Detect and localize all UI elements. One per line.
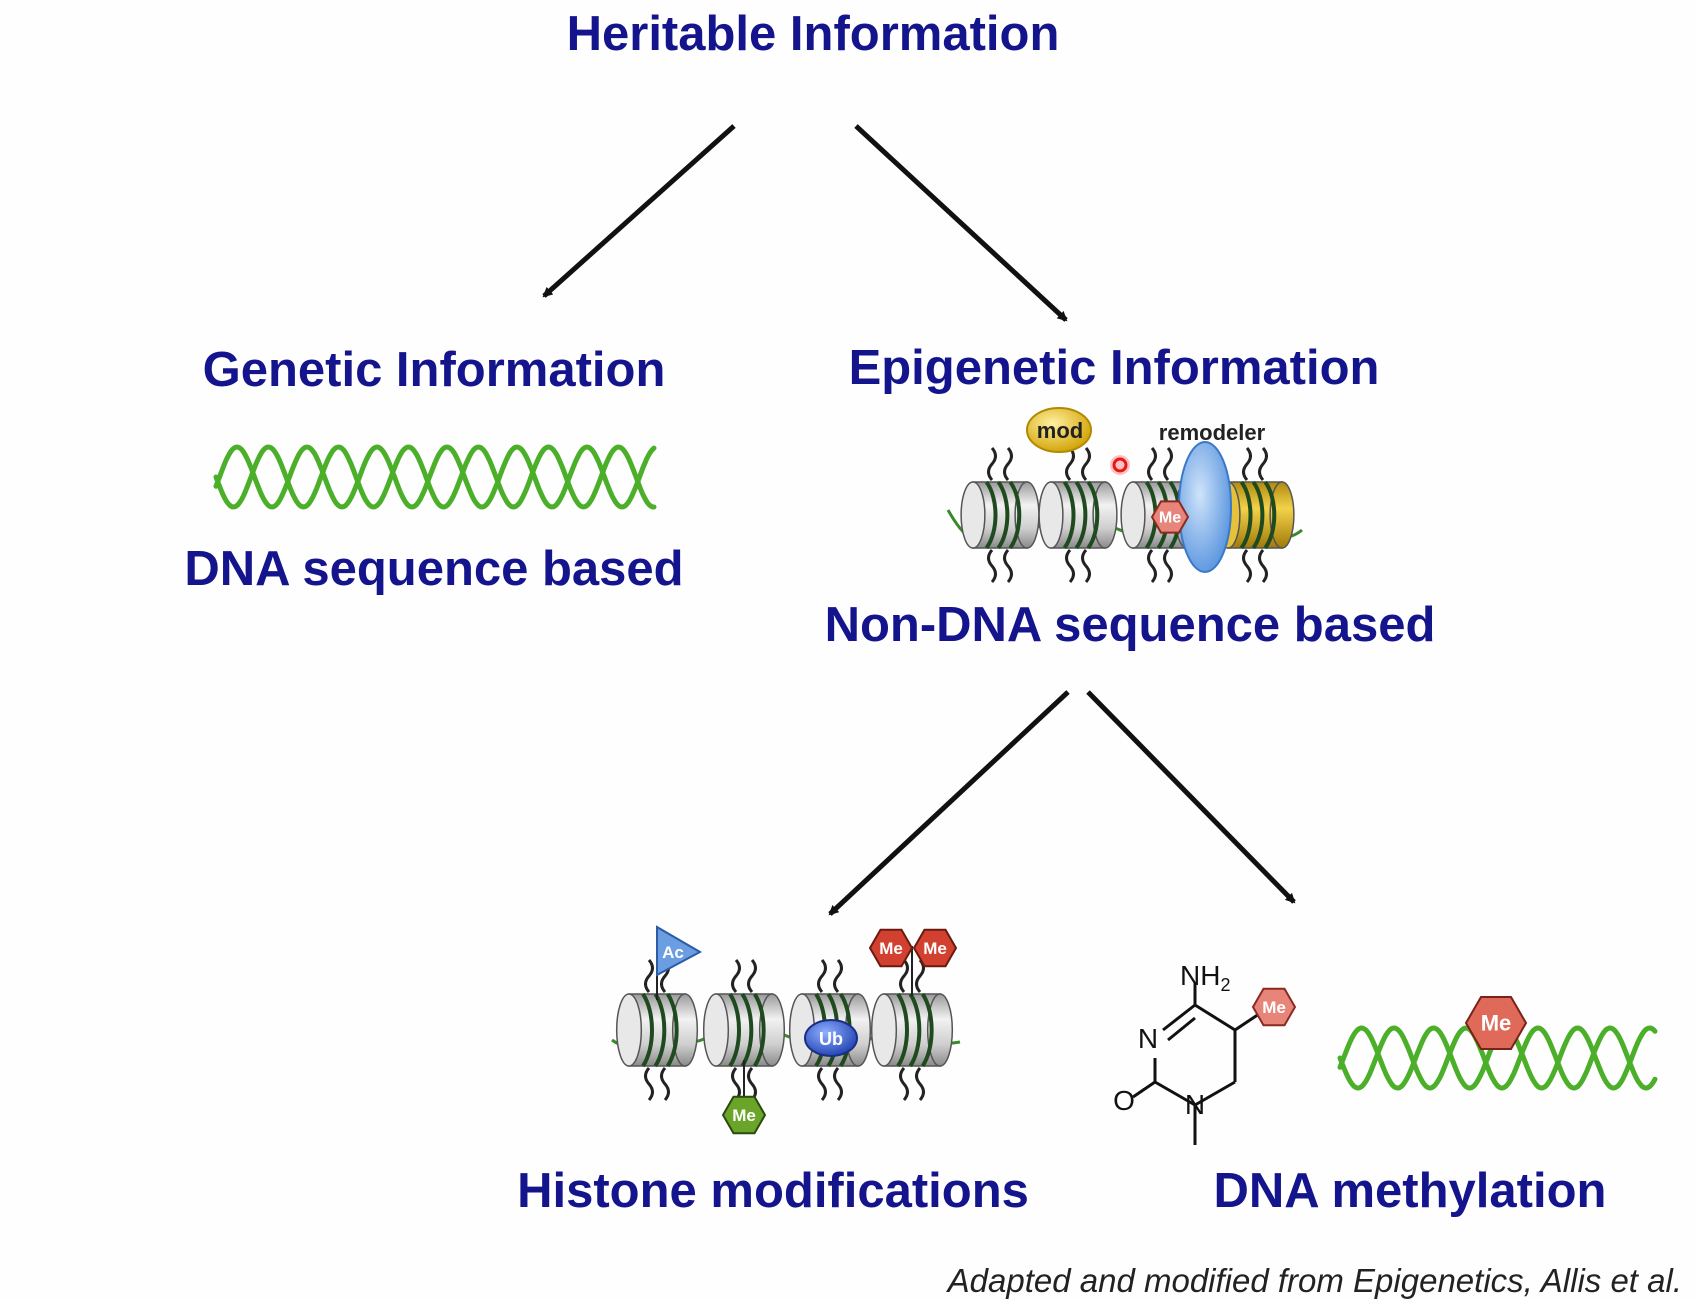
methylcytosine-structure [1132,983,1263,1145]
arrow-to-methylation [1086,690,1296,904]
me-label: Me [732,1106,756,1125]
non-dna-sequence-based-label: Non-DNA sequence based [824,598,1436,652]
dna-methylation-label: DNA methylation [1213,1164,1607,1218]
methyl-group-icon: Me [1150,500,1190,534]
methyl-group-icon: Me [1464,996,1528,1050]
me-label: Me [1262,998,1286,1017]
nh2-label: NH2 [1180,960,1230,995]
genetic-information-heading: Genetic Information [202,343,666,397]
me-label: Me [879,939,903,958]
nucleosome-icon [1215,447,1295,583]
me-label: Me [1159,510,1181,527]
mod-enzyme-icon [1026,407,1092,453]
nucleosome-icon [870,959,954,1101]
o-label: O [1113,1085,1135,1116]
chromatin-remodeling-illustration: mod remodeler Me [946,407,1303,583]
dna-helix-icon [213,444,657,510]
n1-label: N [1185,1089,1205,1120]
arrow-to-genetic [542,124,736,298]
source-caption: Adapted and modified from Epigenetics, A… [947,1262,1682,1299]
acetyl-flag-icon [656,925,703,977]
mod-label: mod [1037,418,1083,443]
methyl-group-icon: Me [868,928,914,968]
page-title: Heritable Information [566,7,1060,61]
me-label: Me [1481,1011,1512,1036]
methyl-group-icon: Me [912,928,958,968]
ub-label: Ub [819,1029,843,1049]
histone-modifications-label: Histone modifications [517,1164,1029,1218]
arrow-to-epigenetic [854,124,1068,322]
ac-label: Ac [662,943,684,962]
remodeler-complex-icon [1178,441,1232,573]
nucleosome-icon [1038,447,1118,583]
me-label: Me [923,939,947,958]
dna-sequence-based-label: DNA sequence based [184,542,684,596]
methyl-group-icon: Me [1251,987,1297,1027]
remodeler-label: remodeler [1159,420,1266,445]
arrow-to-histone [828,690,1070,916]
methyl-group-icon: Me [721,1095,767,1135]
n3-label: N [1138,1023,1158,1054]
nucleosome-icon [615,959,699,1101]
epigenetic-information-heading: Epigenetic Information [848,341,1380,395]
ubiquitin-icon [804,1019,858,1057]
nucleosome-icon [702,959,786,1101]
nucleosome-icon [960,447,1040,583]
